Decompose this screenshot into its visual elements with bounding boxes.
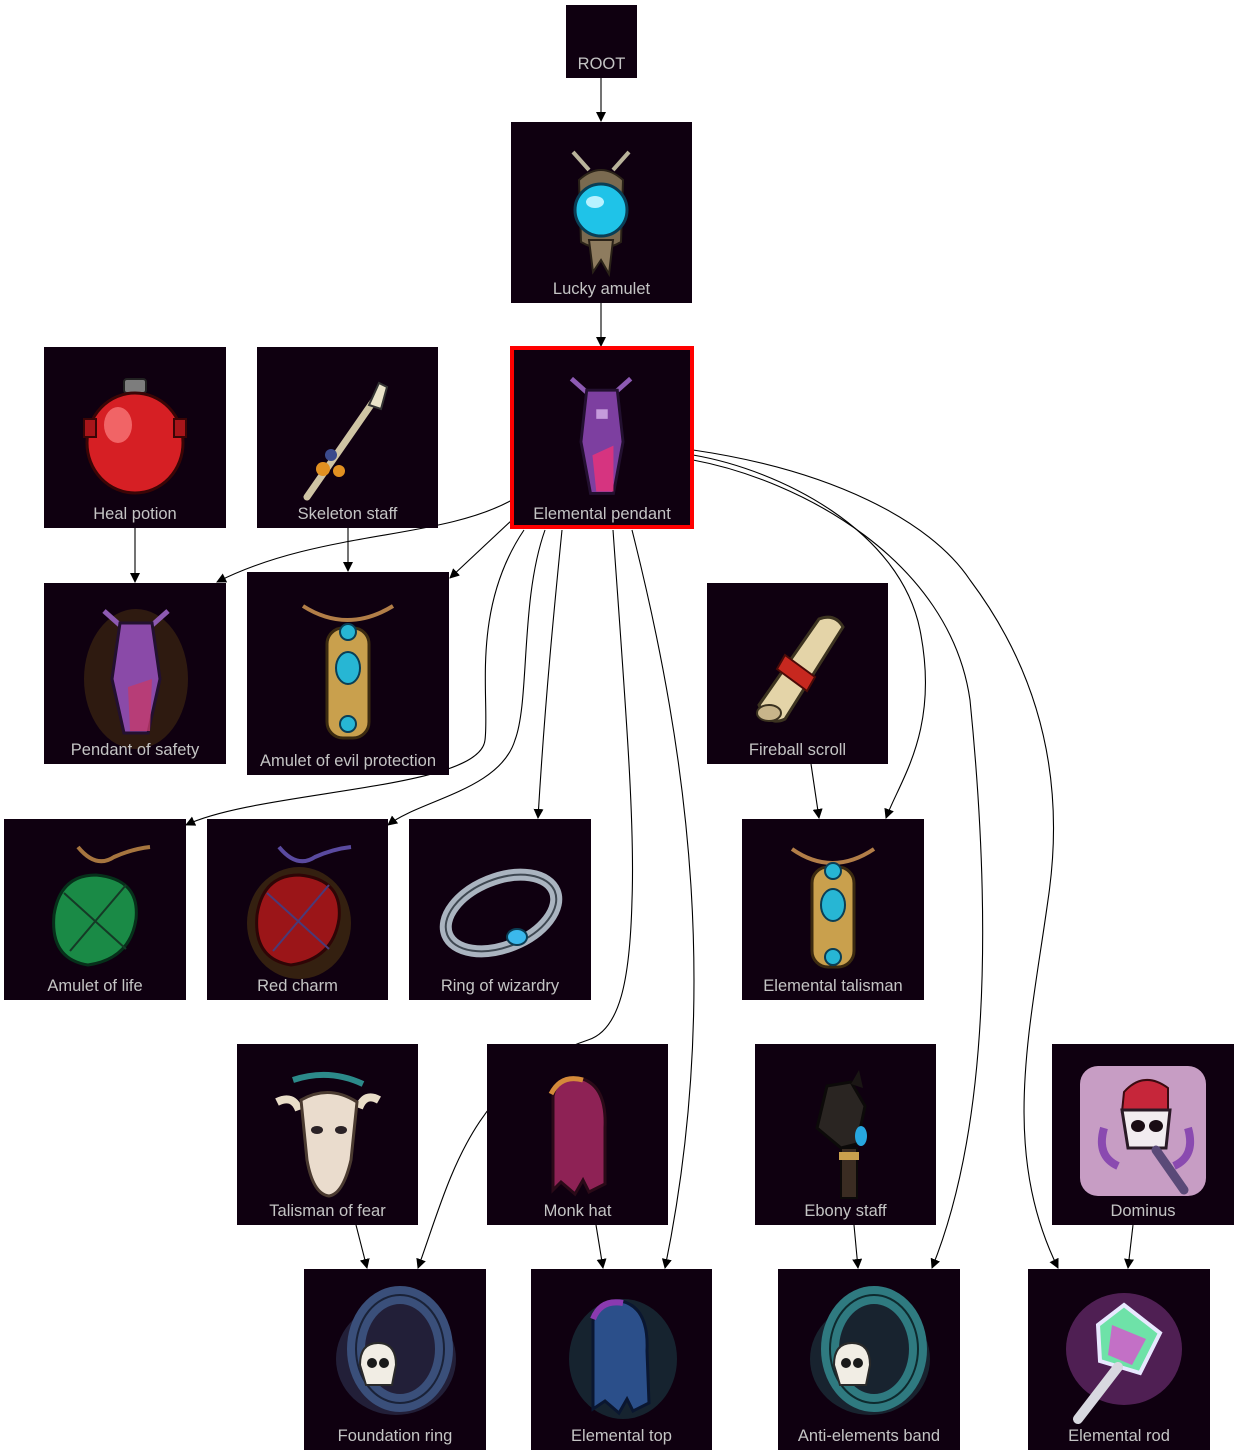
node-label: Heal potion — [93, 505, 177, 523]
edge-fear-foundring — [355, 1224, 370, 1269]
edge-elpendant-wizring — [533, 529, 563, 819]
node-dominus[interactable]: Dominus — [1052, 1044, 1234, 1225]
ring-icon — [439, 868, 563, 958]
charm-icon — [52, 845, 151, 967]
node-label: Elemental top — [571, 1427, 672, 1445]
edge-elpendant-evilprot — [449, 519, 513, 579]
node-anti-elements-band[interactable]: Anti-elements band — [778, 1269, 960, 1450]
edge-monkhat-eltop — [595, 1224, 607, 1269]
node-elemental-rod[interactable]: Elemental rod — [1028, 1269, 1210, 1450]
pendant-icon — [569, 376, 633, 495]
edge-dominus-elrod — [1124, 1224, 1135, 1269]
node-monk-hat[interactable]: Monk hat — [487, 1044, 668, 1225]
node-label: Monk hat — [543, 1202, 612, 1220]
scroll-icon — [756, 615, 845, 723]
rod-icon — [1066, 1293, 1182, 1424]
node-ring-of-wizardry[interactable]: Ring of wizardry — [409, 819, 591, 1000]
node-label: Elemental rod — [1068, 1427, 1170, 1445]
node-label: Foundation ring — [337, 1427, 453, 1445]
pendant-icon — [84, 609, 188, 749]
talisman-icon — [790, 847, 876, 969]
node-label: Anti-elements band — [797, 1427, 941, 1445]
node-label: Amulet of life — [47, 977, 143, 995]
node-label: Elemental pendant — [533, 505, 671, 523]
node-elemental-top[interactable]: Elemental top — [531, 1269, 712, 1450]
node-talisman-of-fear[interactable]: Talisman of fear — [237, 1044, 418, 1225]
skull-ring-icon — [336, 1286, 456, 1415]
node-red-charm[interactable]: Red charm — [207, 819, 388, 1000]
skull-talisman-icon — [275, 1071, 381, 1198]
node-label: Lucky amulet — [552, 280, 651, 298]
hat-icon — [548, 1076, 607, 1197]
charm-icon — [247, 845, 352, 979]
node-heal-potion[interactable]: Heal potion — [44, 347, 226, 528]
node-label: Amulet of evil protection — [259, 752, 437, 770]
amulet-icon — [301, 604, 395, 740]
node-elemental-talisman[interactable]: Elemental talisman — [742, 819, 924, 1000]
node-amulet-of-life[interactable]: Amulet of life — [4, 819, 186, 1000]
node-amulet-of-evil-protection[interactable]: Amulet of evil protection — [247, 572, 449, 775]
edge-elpendant-eltalisman — [692, 454, 927, 819]
node-label: Ring of wizardry — [440, 977, 560, 995]
node-lucky-amulet[interactable]: Lucky amulet — [511, 122, 692, 303]
edge-elpendant-elrod — [692, 449, 1059, 1269]
potion-icon — [83, 378, 187, 495]
hat-icon — [569, 1299, 677, 1419]
skull-ring-icon — [810, 1286, 930, 1415]
node-label: Talisman of fear — [269, 1202, 386, 1220]
staff-icon — [815, 1070, 867, 1199]
skeleton-staff-icon — [303, 381, 389, 501]
node-fireball-scroll[interactable]: Fireball scroll — [707, 583, 888, 764]
edge-elpendant-antiband — [692, 459, 984, 1269]
skull-mace-icon — [1080, 1066, 1206, 1196]
amulet-icon — [571, 150, 631, 278]
node-skeleton-staff[interactable]: Skeleton staff — [257, 347, 438, 528]
edge-elpendant-safety — [216, 499, 513, 583]
node-label: Red charm — [257, 977, 338, 995]
node-label: ROOT — [577, 55, 626, 73]
node-label: Elemental talisman — [763, 977, 903, 995]
node-ebony-staff[interactable]: Ebony staff — [755, 1044, 936, 1225]
node-label: Ebony staff — [804, 1202, 887, 1220]
node-label: Fireball scroll — [748, 741, 847, 759]
node-label: Skeleton staff — [297, 505, 398, 523]
node-label: Pendant of safety — [70, 741, 200, 759]
edge-elpendant-life — [185, 529, 525, 826]
edge-ebony-antiband — [852, 1224, 863, 1269]
node-foundation-ring[interactable]: Foundation ring — [304, 1269, 486, 1450]
edge-elpendant-foundring — [416, 529, 634, 1269]
node-label: Dominus — [1110, 1202, 1176, 1220]
node-elemental-pendant[interactable]: Elemental pendant — [510, 346, 694, 529]
edge-elpendant-eltop — [631, 529, 695, 1269]
node-root[interactable]: ROOT — [566, 5, 637, 78]
edge-fireball-eltalisman — [810, 763, 823, 819]
node-pendant-of-safety[interactable]: Pendant of safety — [44, 583, 226, 764]
edge-elpendant-redcharm — [387, 529, 546, 826]
